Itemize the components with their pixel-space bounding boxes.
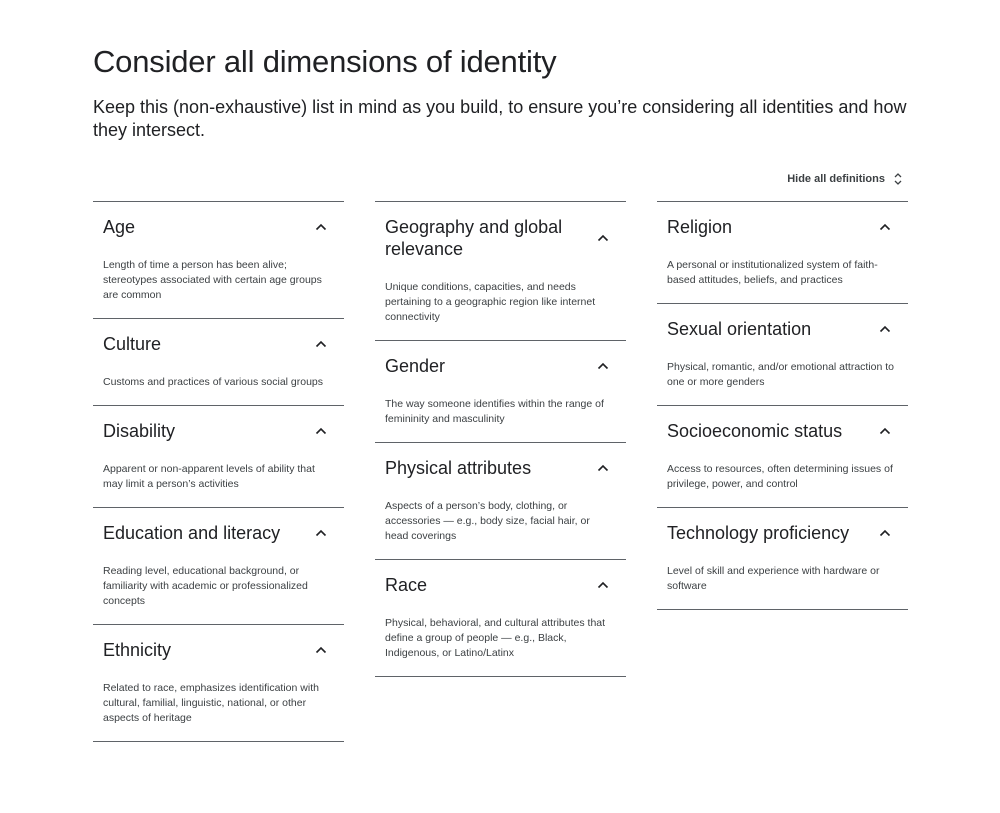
identity-item-definition: Reading level, educational background, o…: [103, 565, 308, 607]
identity-item-education-and-literacy: Education and literacy Reading level, ed…: [93, 508, 344, 625]
identity-item-header[interactable]: Culture: [103, 333, 334, 355]
chevron-up-icon[interactable]: [878, 220, 892, 234]
identity-item-definition: Unique conditions, capacities, and needs…: [385, 281, 596, 323]
identity-item-title: Technology proficiency: [667, 523, 850, 543]
identity-item-disability: Disability Apparent or non-apparent leve…: [93, 406, 344, 508]
identity-item-definition: A personal or institutionalized system o…: [667, 259, 878, 286]
identity-item-title: Culture: [103, 334, 162, 354]
identity-item-header[interactable]: Physical attributes: [385, 457, 616, 479]
identity-column-1: Age Length of time a person has been ali…: [93, 201, 344, 742]
identity-item-header[interactable]: Education and literacy: [103, 522, 334, 544]
identity-item-definition: Apparent or non-apparent levels of abili…: [103, 463, 315, 490]
identity-item-age: Age Length of time a person has been ali…: [93, 202, 344, 319]
identity-item-definition: Length of time a person has been alive; …: [103, 259, 322, 301]
hide-all-definitions-button[interactable]: Hide all definitions: [787, 172, 903, 186]
identity-item-definition: Level of skill and experience with hardw…: [667, 565, 880, 592]
identity-item-ethnicity: Ethnicity Related to race, emphasizes id…: [93, 625, 344, 742]
identity-item-header[interactable]: Gender: [385, 355, 616, 377]
identity-item-socioeconomic-status: Socioeconomic status Access to resources…: [657, 406, 908, 508]
identity-item-culture: Culture Customs and practices of various…: [93, 319, 344, 406]
chevron-up-icon[interactable]: [596, 578, 610, 592]
chevron-up-icon[interactable]: [878, 424, 892, 438]
hide-all-definitions-label: Hide all definitions: [787, 173, 885, 185]
chevron-up-icon[interactable]: [314, 643, 328, 657]
identity-item-definition: Aspects of a person’s body, clothing, or…: [385, 500, 590, 542]
identity-item-header[interactable]: Geography and global relevance: [385, 216, 616, 260]
identity-item-definition: Customs and practices of various social …: [103, 376, 324, 388]
identity-item-geography-and-global-relevance: Geography and global relevance Unique co…: [375, 202, 626, 341]
identity-item-gender: Gender The way someone identifies within…: [375, 341, 626, 443]
identity-item-sexual-orientation: Sexual orientation Physical, romantic, a…: [657, 304, 908, 406]
identity-item-technology-proficiency: Technology proficiency Level of skill an…: [657, 508, 908, 610]
chevron-up-icon[interactable]: [596, 461, 610, 475]
identity-columns: Age Length of time a person has been ali…: [93, 201, 908, 742]
unfold-icon: [894, 173, 902, 185]
identity-item-definition: The way someone identifies within the ra…: [385, 398, 604, 425]
identity-item-race: Race Physical, behavioral, and cultural …: [375, 560, 626, 677]
identity-item-header[interactable]: Disability: [103, 420, 334, 442]
identity-item-title: Age: [103, 217, 136, 237]
chevron-up-icon[interactable]: [878, 322, 892, 336]
identity-item-header[interactable]: Race: [385, 574, 616, 596]
identity-item-header[interactable]: Religion: [667, 216, 898, 238]
identity-item-header[interactable]: Age: [103, 216, 334, 238]
identity-item-header[interactable]: Ethnicity: [103, 639, 334, 661]
chevron-up-icon[interactable]: [314, 526, 328, 540]
identity-item-definition: Physical, behavioral, and cultural attri…: [385, 617, 606, 659]
chevron-up-icon[interactable]: [314, 424, 328, 438]
identity-item-physical-attributes: Physical attributes Aspects of a person’…: [375, 443, 626, 560]
identity-item-header[interactable]: Socioeconomic status: [667, 420, 898, 442]
page-intro: Keep this (non-exhaustive) list in mind …: [93, 97, 907, 140]
identity-item-title: Race: [385, 575, 428, 595]
identity-item-title: Ethnicity: [103, 640, 172, 660]
chevron-up-icon[interactable]: [314, 220, 328, 234]
identity-item-title: Sexual orientation: [667, 319, 812, 339]
identity-item-title: Gender: [385, 356, 446, 376]
identity-item-definition: Related to race, emphasizes identificati…: [103, 682, 319, 724]
identity-item-title: Education and literacy: [103, 523, 281, 543]
identity-item-header[interactable]: Technology proficiency: [667, 522, 898, 544]
identity-item-definition: Physical, romantic, and/or emotional att…: [667, 361, 895, 388]
chevron-up-icon[interactable]: [596, 231, 610, 245]
identity-item-title: Physical attributes: [385, 458, 532, 478]
identity-item-religion: Religion A personal or institutionalized…: [657, 202, 908, 304]
chevron-up-icon[interactable]: [314, 337, 328, 351]
identity-item-title: Geography and global relevance: [385, 217, 563, 259]
identity-item-title: Religion: [667, 217, 733, 237]
identity-item-header[interactable]: Sexual orientation: [667, 318, 898, 340]
chevron-up-icon[interactable]: [878, 526, 892, 540]
identity-item-title: Socioeconomic status: [667, 421, 843, 441]
identity-item-definition: Access to resources, often determining i…: [667, 463, 893, 490]
identity-item-title: Disability: [103, 421, 176, 441]
identity-column-3: Religion A personal or institutionalized…: [657, 201, 908, 742]
chevron-up-icon[interactable]: [596, 359, 610, 373]
page-title: Consider all dimensions of identity: [93, 44, 557, 79]
identity-column-2: Geography and global relevance Unique co…: [375, 201, 626, 742]
